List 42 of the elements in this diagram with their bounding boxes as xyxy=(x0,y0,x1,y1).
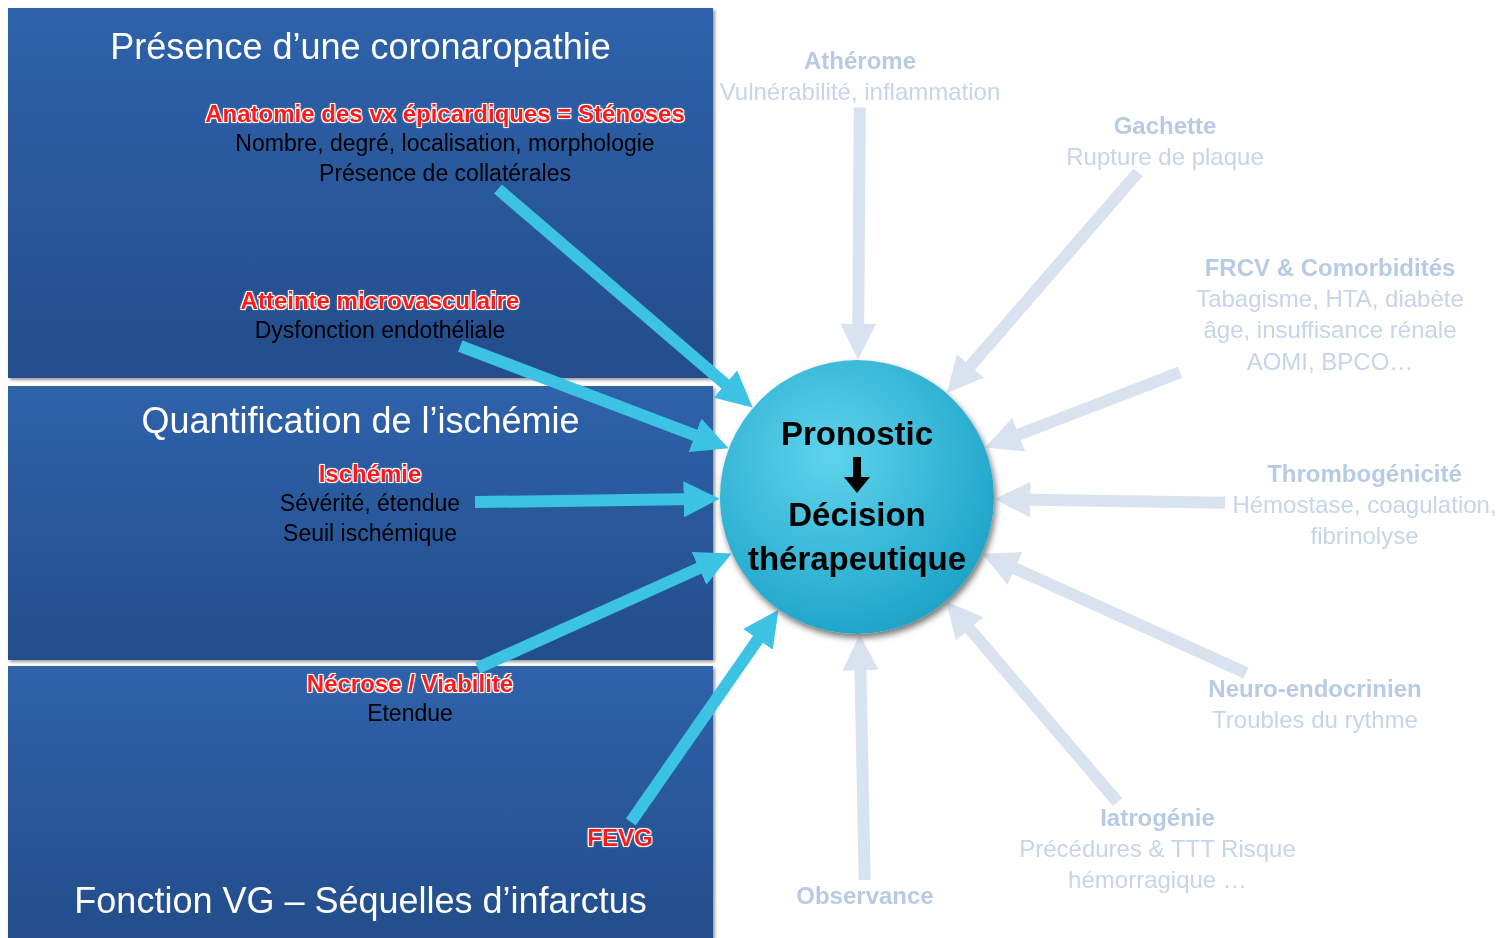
decision-label: Décision thérapeutique xyxy=(746,494,968,580)
arrow xyxy=(946,168,1143,394)
factor-title: Atteinte microvasculaire xyxy=(239,286,521,316)
arrow xyxy=(475,551,732,674)
factor-title: Thrombogénicité xyxy=(1266,459,1463,489)
factor-title: Gachette xyxy=(1112,111,1218,141)
arrow xyxy=(840,107,877,360)
factor-title: Iatrogénie xyxy=(1099,803,1216,833)
arrow xyxy=(842,634,879,881)
panel-heading: Présence d’une coronaropathie xyxy=(109,26,612,68)
factor-title: Observance xyxy=(795,881,935,911)
factor-detail: Hémostase, coagulation, fibrinolyse xyxy=(1231,490,1498,552)
section-panel xyxy=(8,386,713,660)
arrow xyxy=(494,184,753,408)
factor-detail: Sévérité, étendue Seuil ischémique xyxy=(278,489,462,549)
factor-title: FRCV & Comorbidités xyxy=(1203,253,1457,283)
prognosis-label: Pronostic xyxy=(780,414,934,455)
arrow xyxy=(474,481,720,518)
factor-detail: Rupture de plaque xyxy=(1065,142,1265,173)
factor-detail: Nombre, degré, localisation, morphologie Présence de collatérales xyxy=(234,129,656,189)
section-panel xyxy=(8,666,713,938)
panel-heading: Quantification de l’ischémie xyxy=(140,400,581,442)
arrow xyxy=(625,609,779,826)
factor-title: FEVG xyxy=(586,823,654,853)
factor-title: Anatomie des vx épicardiques = Sténoses xyxy=(204,99,686,129)
factor-detail: Troubles du rythme xyxy=(1211,705,1419,736)
arrow xyxy=(982,552,1249,679)
factor-detail: Etendue xyxy=(366,699,454,729)
panel-heading: Fonction VG – Séquelles d’infarctus xyxy=(73,880,648,922)
factor-detail: Vulnérabilité, inflammation xyxy=(718,77,1002,108)
arrow xyxy=(458,340,729,453)
factor-detail: Précédures & TTT Risque hémorragique … xyxy=(1018,834,1297,896)
arrow xyxy=(946,601,1123,806)
factor-title: Neuro-endocrinien xyxy=(1207,674,1423,704)
section-panel xyxy=(8,8,713,378)
factor-title: Ischémie xyxy=(317,459,423,489)
factor-title: Nécrose / Viabilité xyxy=(305,669,515,699)
arrow xyxy=(985,366,1183,452)
arrow xyxy=(994,481,1226,518)
factor-detail: Dysfonction endothéliale xyxy=(253,316,507,346)
factor-detail: Tabagisme, HTA, diabète âge, insuffisance rénale AOMI, BPCO… xyxy=(1195,284,1465,377)
factor-title: Athérome xyxy=(803,46,917,76)
